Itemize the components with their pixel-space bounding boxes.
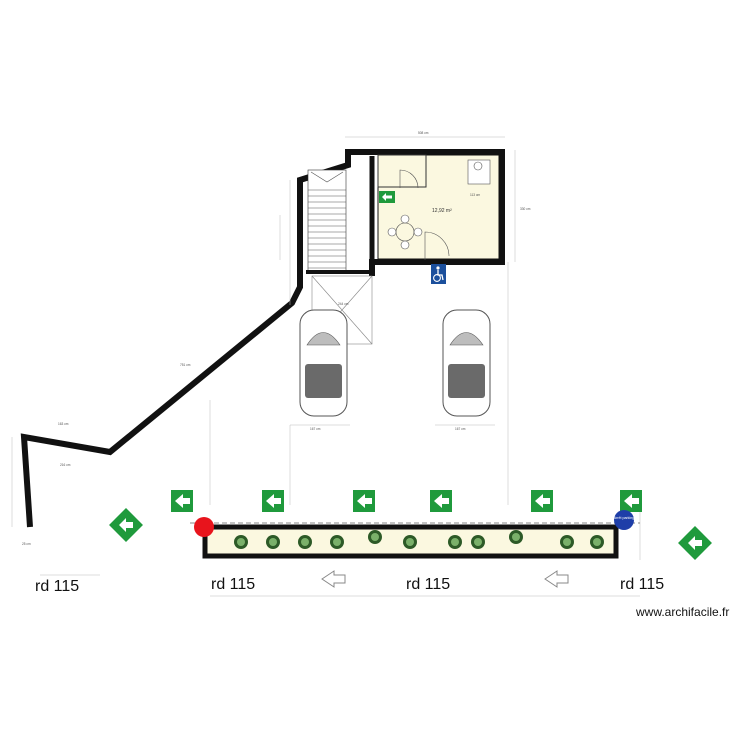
road-label: rd 115 (211, 576, 256, 593)
room-exit-sign (379, 191, 395, 203)
wc-room (377, 154, 427, 188)
svg-text:508 cm: 508 cm (418, 131, 429, 135)
svg-text:330 cm: 330 cm (520, 207, 531, 211)
room-area: 12,92 m² (432, 208, 452, 214)
green-exit-arrow-icon (262, 490, 284, 512)
plant-icon (266, 535, 280, 549)
svg-text:113 cm: 113 cm (470, 193, 481, 197)
green-exit-arrow-icon (353, 490, 375, 512)
dimension-labels: 508 cm 751 cm 163 cm 167 cm 167 cm 244 c… (22, 131, 531, 546)
svg-text:167 cm: 167 cm (455, 427, 466, 431)
plant-icon (403, 535, 417, 549)
outline-arrow-left-icon (321, 570, 346, 588)
road-label: rd 115 (35, 578, 80, 595)
car-icon (299, 309, 348, 417)
dimension-lines (11, 136, 641, 597)
road-label: rd 115 (620, 576, 665, 593)
svg-text:244 cm: 244 cm (338, 302, 349, 306)
svg-text:167 cm: 167 cm (310, 427, 321, 431)
road-label: rd 115 (406, 576, 451, 593)
plant-icon (330, 535, 344, 549)
green-exit-arrow-icon (678, 526, 712, 560)
svg-text:25 cm: 25 cm (22, 542, 31, 546)
plant-icon (590, 535, 604, 549)
watermark: www.archifacile.fr (636, 605, 730, 619)
furniture (380, 159, 491, 260)
plant-icon (509, 530, 523, 544)
green-exit-arrow-icon (171, 490, 193, 512)
plant-icon (234, 535, 248, 549)
green-exit-arrow-icon (430, 490, 452, 512)
svg-text:216 cm: 216 cm (60, 463, 71, 467)
plant-icon (560, 535, 574, 549)
plant-icon (471, 535, 485, 549)
plant-icon (368, 530, 382, 544)
wheelchair-icon (431, 264, 446, 284)
plant-icon (298, 535, 312, 549)
green-exit-arrow-icon (531, 490, 553, 512)
plant-row (234, 530, 604, 549)
stop-marker (194, 517, 214, 537)
svg-text:163 cm: 163 cm (58, 422, 69, 426)
car-icon (442, 309, 491, 417)
outline-arrow-left-icon (544, 570, 569, 588)
parking-marker-text: Arrêt parking (614, 516, 635, 520)
green-exit-arrow-icon (109, 508, 143, 542)
green-exit-arrow-icon (620, 490, 642, 512)
parking-marker (614, 510, 634, 530)
plant-icon (448, 535, 462, 549)
staircase (307, 169, 347, 273)
svg-text:751 cm: 751 cm (180, 363, 191, 367)
